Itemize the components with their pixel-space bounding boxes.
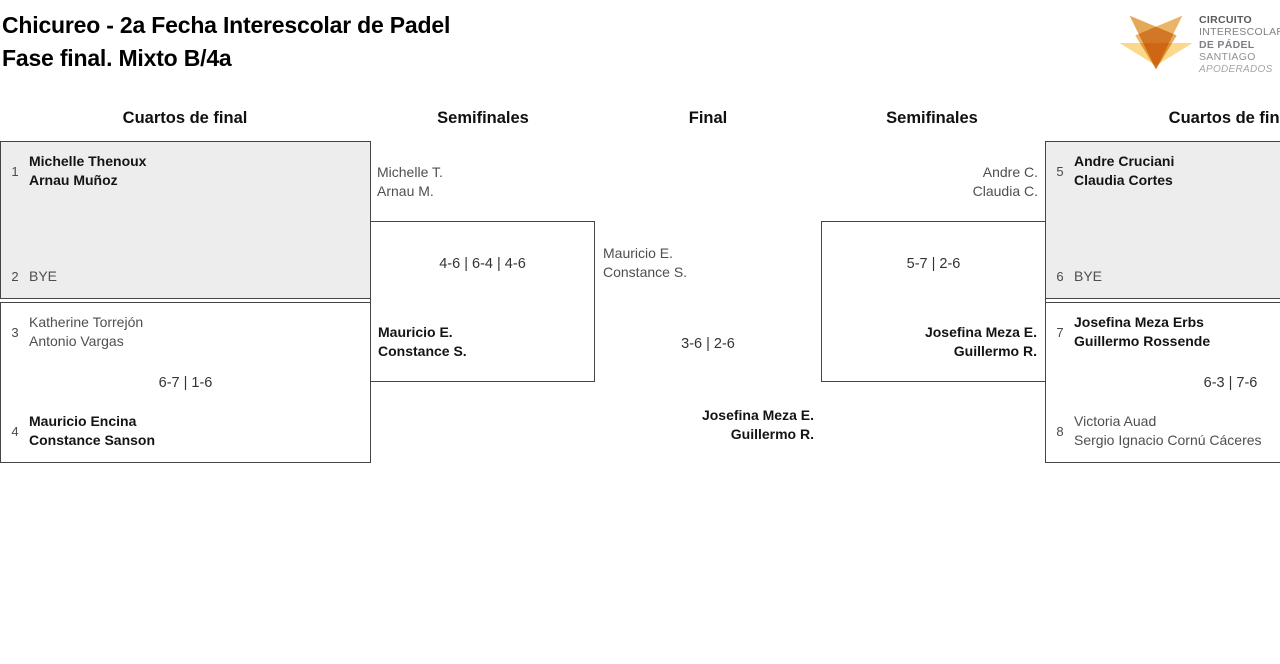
player-name: Constance S. bbox=[603, 264, 688, 280]
seed-number: 1 bbox=[11, 163, 19, 179]
match-box-sf-right: 5-7 | 2-6 Josefina Meza E. Guillermo R. bbox=[821, 221, 1046, 382]
player-name: BYE bbox=[1074, 268, 1103, 284]
logo-line-circuito: CIRCUITO bbox=[1199, 14, 1252, 26]
match-score: 5-7 | 2-6 bbox=[906, 256, 961, 272]
player-name: Guillermo R. bbox=[953, 343, 1037, 359]
match-box-sf-left: 4-6 | 6-4 | 4-6 Mauricio E. Constance S. bbox=[370, 221, 595, 382]
player-name: Josefina Meza E. bbox=[924, 324, 1037, 340]
team-names: BYE bbox=[29, 267, 57, 286]
round-header-final: Final bbox=[688, 109, 728, 127]
logo-line-interescolar: INTERESCOLAR bbox=[1199, 26, 1280, 39]
team-row: 1 Michelle Thenoux Arnau Muñoz bbox=[9, 152, 362, 190]
team-names: Michelle Thenoux Arnau Muñoz bbox=[29, 152, 146, 190]
player-name: Antonio Vargas bbox=[29, 333, 124, 349]
page-title: Chicureo - 2a Fecha Interescolar de Pade… bbox=[2, 9, 450, 75]
sf-right-team-bottom: Josefina Meza E. Guillermo R. bbox=[925, 323, 1037, 361]
page-title-line2: Fase final. Mixto B/4a bbox=[2, 45, 232, 71]
team-row: 5 Andre Cruciani Claudia Cortes bbox=[1054, 152, 1280, 190]
team-row: 8 Victoria Auad Sergio Ignacio Cornú Các… bbox=[1054, 412, 1280, 450]
seed-number: 3 bbox=[11, 324, 19, 340]
player-name: Andre C. bbox=[982, 164, 1038, 180]
player-name: Katherine Torrejón bbox=[29, 314, 144, 330]
circuito-logo-icon bbox=[1119, 15, 1193, 70]
round-header-semis-right: Semifinales bbox=[886, 109, 978, 127]
player-name: Mauricio Encina bbox=[29, 413, 137, 429]
seed-number: 4 bbox=[11, 423, 19, 439]
player-name: Claudia C. bbox=[972, 183, 1038, 199]
team-names: Mauricio Encina Constance Sanson bbox=[29, 412, 155, 450]
match-box-qf2: 3 Katherine Torrejón Antonio Vargas 4 Ma… bbox=[0, 302, 371, 463]
final-team-left: Mauricio E. Constance S. bbox=[603, 244, 687, 282]
player-name: Guillermo R. bbox=[730, 426, 814, 442]
player-name: Arnau M. bbox=[377, 183, 434, 199]
sf-left-team-bottom: Mauricio E. Constance S. bbox=[378, 323, 467, 361]
player-name: Josefina Meza Erbs bbox=[1074, 314, 1204, 330]
team-row: 4 Mauricio Encina Constance Sanson bbox=[9, 412, 362, 450]
round-header-semis-left: Semifinales bbox=[437, 109, 529, 127]
player-name: Mauricio E. bbox=[603, 245, 674, 261]
match-box-qf3: 5 Andre Cruciani Claudia Cortes 6 BYE bbox=[1045, 141, 1280, 299]
player-name: Michelle T. bbox=[377, 164, 443, 180]
team-row: 7 Josefina Meza Erbs Guillermo Rossende bbox=[1054, 313, 1280, 351]
match-score: 4-6 | 6-4 | 4-6 bbox=[439, 256, 526, 272]
logo-wordmark: CIRCUITO INTERESCOLAR DE PÁDEL SANTIAGO … bbox=[1199, 14, 1280, 76]
page-title-line1: Chicureo - 2a Fecha Interescolar de Pade… bbox=[2, 12, 451, 38]
team-row: 3 Katherine Torrejón Antonio Vargas bbox=[9, 313, 362, 351]
match-score: 6-3 | 7-6 bbox=[1203, 374, 1258, 391]
player-name: Arnau Muñoz bbox=[29, 172, 118, 188]
seed-number: 8 bbox=[1056, 423, 1064, 439]
team-names: BYE bbox=[1074, 267, 1102, 286]
final-score: 3-6 | 2-6 bbox=[681, 336, 735, 352]
sf-right-team-top: Andre C. Claudia C. bbox=[973, 163, 1038, 201]
logo-line-santiago: SANTIAGO bbox=[1199, 51, 1256, 64]
player-name: Claudia Cortes bbox=[1074, 172, 1173, 188]
team-row: 2 BYE bbox=[9, 267, 362, 286]
logo-line-apoderados: APODERADOS bbox=[1199, 63, 1273, 75]
logo-line-de-padel: DE PÁDEL bbox=[1199, 38, 1255, 51]
player-name: Guillermo Rossende bbox=[1074, 333, 1211, 349]
seed-number: 2 bbox=[11, 269, 19, 284]
team-names: Andre Cruciani Claudia Cortes bbox=[1074, 152, 1174, 190]
seed-number: 5 bbox=[1056, 163, 1064, 179]
player-name: Andre Cruciani bbox=[1074, 153, 1175, 169]
team-names: Josefina Meza Erbs Guillermo Rossende bbox=[1074, 313, 1210, 351]
player-name: Constance Sanson bbox=[29, 432, 156, 448]
round-header-cuartos-left: Cuartos de final bbox=[122, 109, 248, 127]
sf-left-team-top: Michelle T. Arnau M. bbox=[377, 163, 443, 201]
team-names: Victoria Auad Sergio Ignacio Cornú Cácer… bbox=[1074, 412, 1262, 450]
seed-number: 6 bbox=[1056, 269, 1064, 284]
final-winner-team: Josefina Meza E. Guillermo R. bbox=[702, 406, 814, 444]
player-name: Mauricio E. bbox=[378, 324, 453, 340]
match-box-qf4: 7 Josefina Meza Erbs Guillermo Rossende … bbox=[1045, 302, 1280, 463]
player-name: Sergio Ignacio Cornú Cáceres bbox=[1074, 432, 1262, 448]
player-name: Constance S. bbox=[378, 343, 467, 359]
team-names: Katherine Torrejón Antonio Vargas bbox=[29, 313, 143, 351]
player-name: Victoria Auad bbox=[1074, 413, 1157, 429]
round-header-cuartos-right: Cuartos de final bbox=[1168, 109, 1280, 127]
seed-number: 7 bbox=[1056, 324, 1064, 340]
player-name: Michelle Thenoux bbox=[29, 153, 147, 169]
team-row: 6 BYE bbox=[1054, 267, 1280, 286]
match-box-qf1: 1 Michelle Thenoux Arnau Muñoz 2 BYE bbox=[0, 141, 371, 299]
match-score: 6-7 | 1-6 bbox=[158, 374, 213, 391]
player-name: Josefina Meza E. bbox=[701, 407, 814, 423]
player-name: BYE bbox=[29, 268, 58, 284]
